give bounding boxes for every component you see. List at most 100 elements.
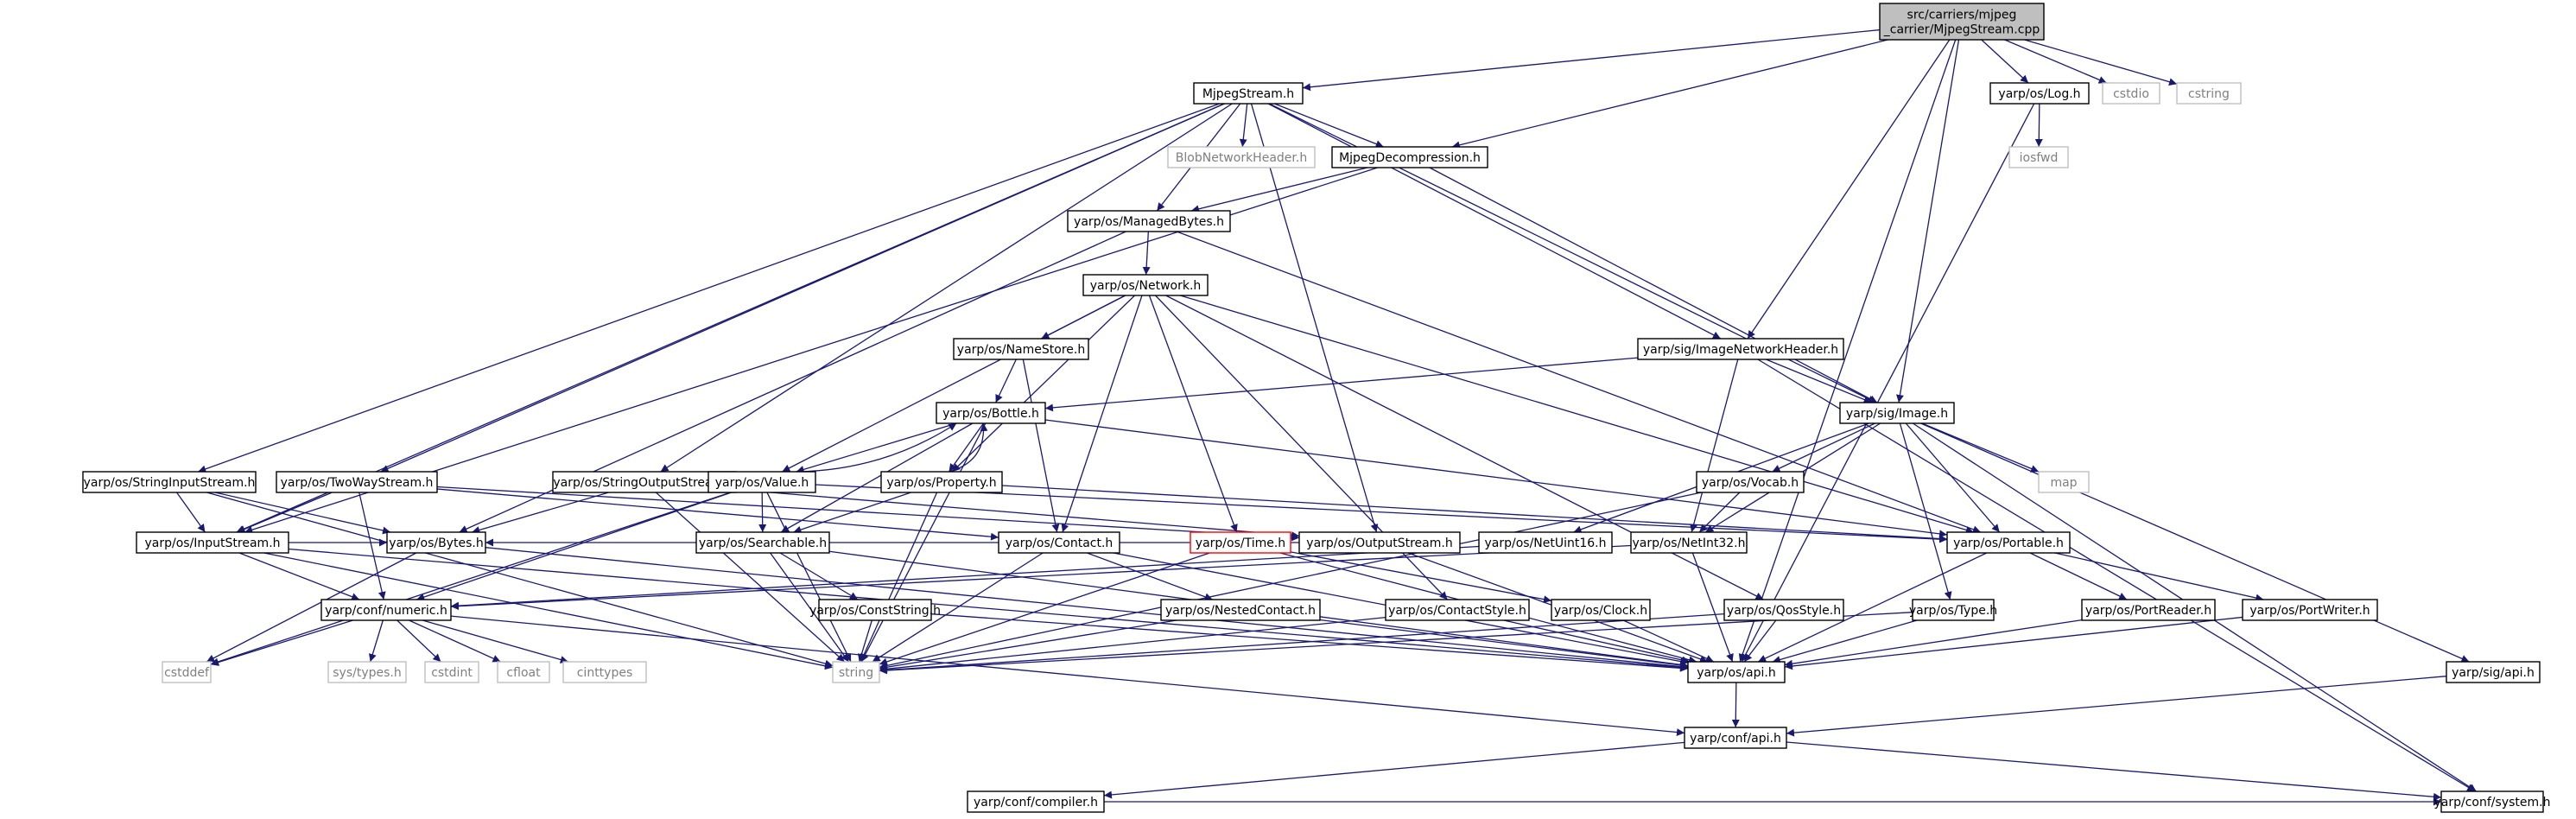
node-cfloat: cfloat bbox=[497, 661, 550, 683]
node-netint32[interactable]: yarp/os/NetInt32.h bbox=[1630, 531, 1748, 554]
edge-value-to-cstddef bbox=[210, 492, 731, 666]
node-numeric-box bbox=[320, 599, 452, 621]
node-iosfwd: iosfwd bbox=[2008, 146, 2069, 168]
node-root[interactable]: src/carriers/mjpeg_carrier/MjpegStream.c… bbox=[1879, 3, 2045, 41]
node-mjpegdecomp[interactable]: MjpegDecompression.h bbox=[1331, 146, 1488, 168]
edge-strinput-to-string bbox=[206, 492, 834, 668]
edge-mjpegdecomp-to-image bbox=[1429, 167, 1878, 403]
edge-contact-to-nestedcontact bbox=[1087, 552, 1213, 601]
node-value[interactable]: yarp/os/Value.h bbox=[707, 471, 816, 493]
node-outputstream[interactable]: yarp/os/OutputStream.h bbox=[1298, 531, 1461, 554]
node-inputstream[interactable]: yarp/os/InputStream.h bbox=[136, 531, 289, 554]
node-blobnet-label: BlobNetworkHeader.h bbox=[1176, 151, 1307, 165]
node-conststring[interactable]: yarp/os/ConstString.h bbox=[809, 599, 941, 621]
node-nestedcontact-box bbox=[1160, 599, 1321, 621]
node-managedbytes-label: yarp/os/ManagedBytes.h bbox=[1074, 215, 1224, 229]
node-contactstyle[interactable]: yarp/os/ContactStyle.h bbox=[1385, 599, 1530, 621]
node-bytes-label: yarp/os/Bytes.h bbox=[389, 536, 483, 550]
node-network[interactable]: yarp/os/Network.h bbox=[1082, 274, 1209, 296]
edge-mjpegstream-to-strinput bbox=[198, 103, 1220, 473]
node-cinttypes: cinttypes bbox=[562, 661, 647, 683]
node-cstdint-box bbox=[424, 661, 479, 683]
node-string-label: string bbox=[839, 666, 873, 680]
edge-bytes-to-cstddef bbox=[206, 552, 417, 663]
node-mjpegstream[interactable]: MjpegStream.h bbox=[1193, 82, 1304, 105]
node-clock-label: yarp/os/Clock.h bbox=[1554, 604, 1647, 618]
node-type[interactable]: yarp/os/Type.h bbox=[1909, 599, 1997, 621]
edge-bytes-to-osapi bbox=[485, 547, 1689, 671]
node-iosfwd-label: iosfwd bbox=[2020, 151, 2059, 165]
node-osapi-label: yarp/os/api.h bbox=[1697, 666, 1775, 680]
node-namestore[interactable]: yarp/os/NameStore.h bbox=[953, 338, 1089, 360]
edge-value-to-numeric bbox=[416, 492, 732, 601]
node-searchable-box bbox=[695, 531, 830, 554]
node-portable[interactable]: yarp/os/Portable.h bbox=[1946, 531, 2071, 554]
edge-log-to-iosfwd bbox=[2034, 103, 2043, 148]
node-cstdint-label: cstdint bbox=[431, 666, 473, 680]
node-vocab-box bbox=[1696, 471, 1805, 493]
edge-mjpegstream-to-blobnet bbox=[1239, 103, 1248, 148]
edge-mjpegstream-to-stroutput bbox=[660, 103, 1233, 473]
node-searchable[interactable]: yarp/os/Searchable.h bbox=[695, 531, 830, 554]
node-qosstyle[interactable]: yarp/os/QosStyle.h bbox=[1723, 599, 1844, 621]
node-cstring-box bbox=[2176, 82, 2242, 105]
node-netuint16[interactable]: yarp/os/NetUint16.h bbox=[1478, 531, 1613, 554]
node-contact-label: yarp/os/Contact.h bbox=[1006, 536, 1114, 550]
node-cinttypes-box bbox=[562, 661, 647, 683]
node-cfloat-box bbox=[497, 661, 550, 683]
node-searchable-label: yarp/os/Searchable.h bbox=[699, 536, 827, 550]
node-strinput[interactable]: yarp/os/StringInputStream.h bbox=[82, 471, 257, 493]
edge-image-to-type bbox=[1899, 422, 1952, 600]
node-numeric[interactable]: yarp/conf/numeric.h bbox=[320, 599, 452, 621]
node-cstdio: cstdio bbox=[2102, 82, 2160, 105]
node-cstring: cstring bbox=[2176, 82, 2242, 105]
node-log[interactable]: yarp/os/Log.h bbox=[1989, 82, 2090, 105]
edge-root-to-osapi bbox=[1738, 39, 1957, 663]
edge-clock-to-osapi bbox=[1622, 619, 1715, 663]
node-image[interactable]: yarp/sig/Image.h bbox=[1839, 402, 1955, 424]
node-confapi[interactable]: yarp/conf/api.h bbox=[1684, 727, 1787, 749]
edge-netuint16-to-numeric bbox=[450, 545, 1480, 610]
node-value-label: yarp/os/Value.h bbox=[715, 476, 809, 490]
edge-property-to-searchable bbox=[793, 492, 911, 534]
node-vocab[interactable]: yarp/os/Vocab.h bbox=[1696, 471, 1805, 493]
node-nestedcontact[interactable]: yarp/os/NestedContact.h bbox=[1160, 599, 1321, 621]
node-string: string bbox=[832, 661, 880, 683]
node-osapi[interactable]: yarp/os/api.h bbox=[1687, 661, 1786, 683]
node-portreader[interactable]: yarp/os/PortReader.h bbox=[2081, 599, 2216, 621]
node-blobnet: BlobNetworkHeader.h bbox=[1167, 146, 1316, 168]
node-imgnethdr-label: yarp/sig/ImageNetworkHeader.h bbox=[1643, 343, 1838, 357]
node-property[interactable]: yarp/os/Property.h bbox=[880, 471, 1003, 493]
edge-inputstream-to-string bbox=[263, 552, 834, 670]
node-twoway[interactable]: yarp/os/TwoWayStream.h bbox=[276, 471, 438, 493]
edge-mjpegdecomp-to-managedbytes bbox=[1190, 167, 1368, 213]
node-portwriter[interactable]: yarp/os/PortWriter.h bbox=[2242, 599, 2378, 621]
edge-log-to-osapi bbox=[1741, 103, 2035, 663]
node-clock[interactable]: yarp/os/Clock.h bbox=[1551, 599, 1651, 621]
edge-confapi-to-compiler bbox=[1103, 741, 1685, 799]
node-sigapi[interactable]: yarp/sig/api.h bbox=[2446, 661, 2541, 683]
node-contact[interactable]: yarp/os/Contact.h bbox=[998, 531, 1120, 554]
node-time[interactable]: yarp/os/Time.h bbox=[1190, 531, 1291, 554]
edge-numeric-to-cfloat bbox=[409, 619, 501, 663]
node-bottle[interactable]: yarp/os/Bottle.h bbox=[936, 402, 1046, 424]
node-compiler[interactable]: yarp/conf/compiler.h bbox=[967, 790, 1105, 813]
node-system[interactable]: yarp/conf/system.h bbox=[2434, 790, 2551, 813]
edge-image-to-vocab bbox=[1772, 422, 1875, 473]
edge-numeric-to-cinttypes bbox=[422, 619, 569, 663]
edge-vocab-to-netint32 bbox=[1698, 492, 1741, 533]
node-imgnethdr[interactable]: yarp/sig/ImageNetworkHeader.h bbox=[1637, 338, 1844, 360]
edge-twoway-to-numeric bbox=[358, 492, 386, 600]
node-cstdio-label: cstdio bbox=[2113, 87, 2149, 101]
node-sigapi-box bbox=[2446, 661, 2541, 683]
node-cstddef: cstddef bbox=[162, 661, 212, 683]
node-managedbytes-box bbox=[1067, 210, 1231, 232]
edge-numeric-to-systypes bbox=[368, 619, 384, 663]
node-mjpegstream-label: MjpegStream.h bbox=[1202, 87, 1294, 101]
edge-type-to-osapi bbox=[1772, 619, 1918, 663]
node-confapi-box bbox=[1684, 727, 1787, 749]
node-bytes[interactable]: yarp/os/Bytes.h bbox=[386, 531, 486, 554]
node-managedbytes[interactable]: yarp/os/ManagedBytes.h bbox=[1067, 210, 1231, 232]
node-network-box bbox=[1082, 274, 1209, 296]
node-systypes: sys/types.h bbox=[327, 661, 407, 683]
